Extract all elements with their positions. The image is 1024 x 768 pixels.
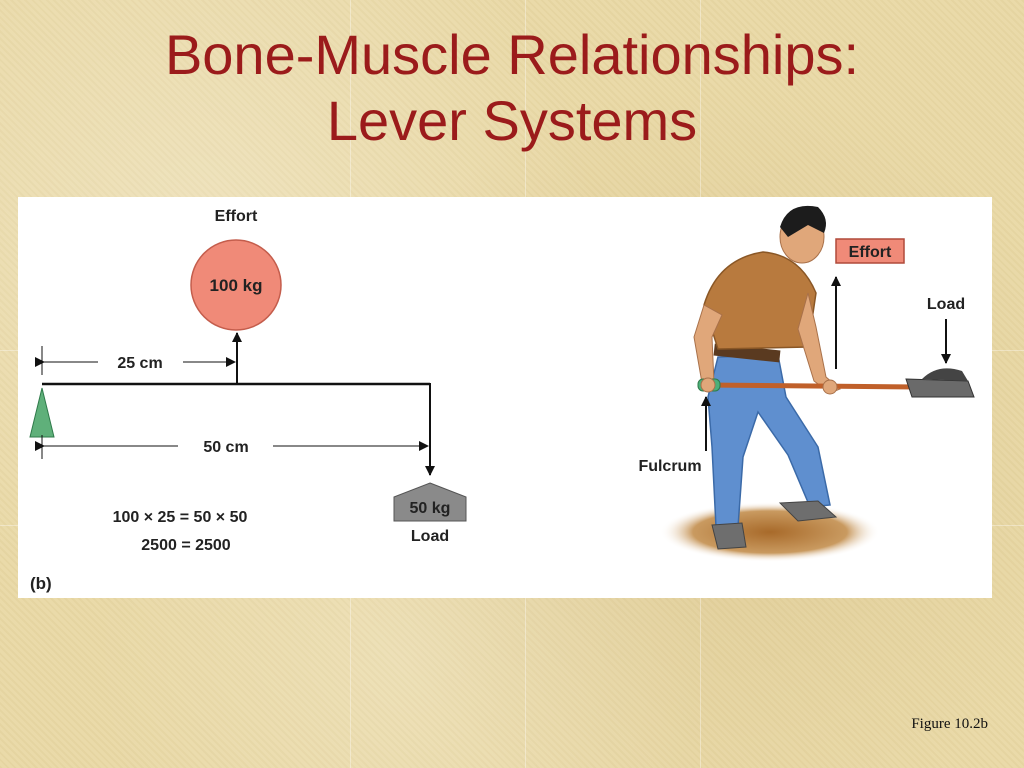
equation-line-1: 100 × 25 = 50 × 50: [113, 509, 248, 526]
title-line-2: Lever Systems: [326, 89, 698, 152]
effort-distance-label: 25 cm: [117, 355, 162, 372]
fulcrum-triangle: [29, 387, 55, 438]
figure-panel: Effort 100 kg 25 cm 50 cm 50 kg Load 100…: [18, 197, 992, 598]
shovel-load-label: Load: [927, 296, 965, 313]
right-arm: [797, 292, 841, 394]
shovel-dirt: [922, 368, 968, 381]
shovel-blade: [905, 378, 975, 398]
figure-svg: Effort 100 kg 25 cm 50 cm 50 kg Load 100…: [29, 205, 975, 593]
right-shoe: [778, 500, 838, 522]
title-line-1: Bone-Muscle Relationships:: [164, 23, 860, 86]
jeans: [707, 354, 831, 528]
load-label: Load: [411, 528, 449, 545]
shovel-illustration: [660, 205, 975, 562]
panel-label: (b): [30, 574, 52, 593]
load-weight: [393, 482, 467, 522]
shirt: [703, 251, 817, 350]
figure-caption: Figure 10.2b: [911, 716, 988, 732]
effort-label-box: [835, 238, 905, 264]
shovel-effort-label: Effort: [849, 244, 892, 261]
fulcrum-label: Fulcrum: [638, 458, 701, 475]
effort-label: Effort: [215, 208, 258, 225]
right-hand: [822, 379, 838, 395]
equation-line-2: 2500 = 2500: [141, 537, 231, 554]
shovel-handle: [703, 382, 919, 390]
effort-weight-circle: [190, 239, 282, 331]
left-shoe: [711, 522, 747, 550]
load-distance-label: 50 cm: [203, 439, 248, 456]
left-hand: [700, 377, 716, 393]
load-mass-label: 50 kg: [410, 500, 451, 517]
effort-mass-label: 100 kg: [210, 276, 263, 295]
ground-shadow: [660, 502, 880, 562]
slide-title: Bone-Muscle Relationships: Lever Systems: [0, 22, 1024, 154]
hair: [780, 205, 826, 237]
